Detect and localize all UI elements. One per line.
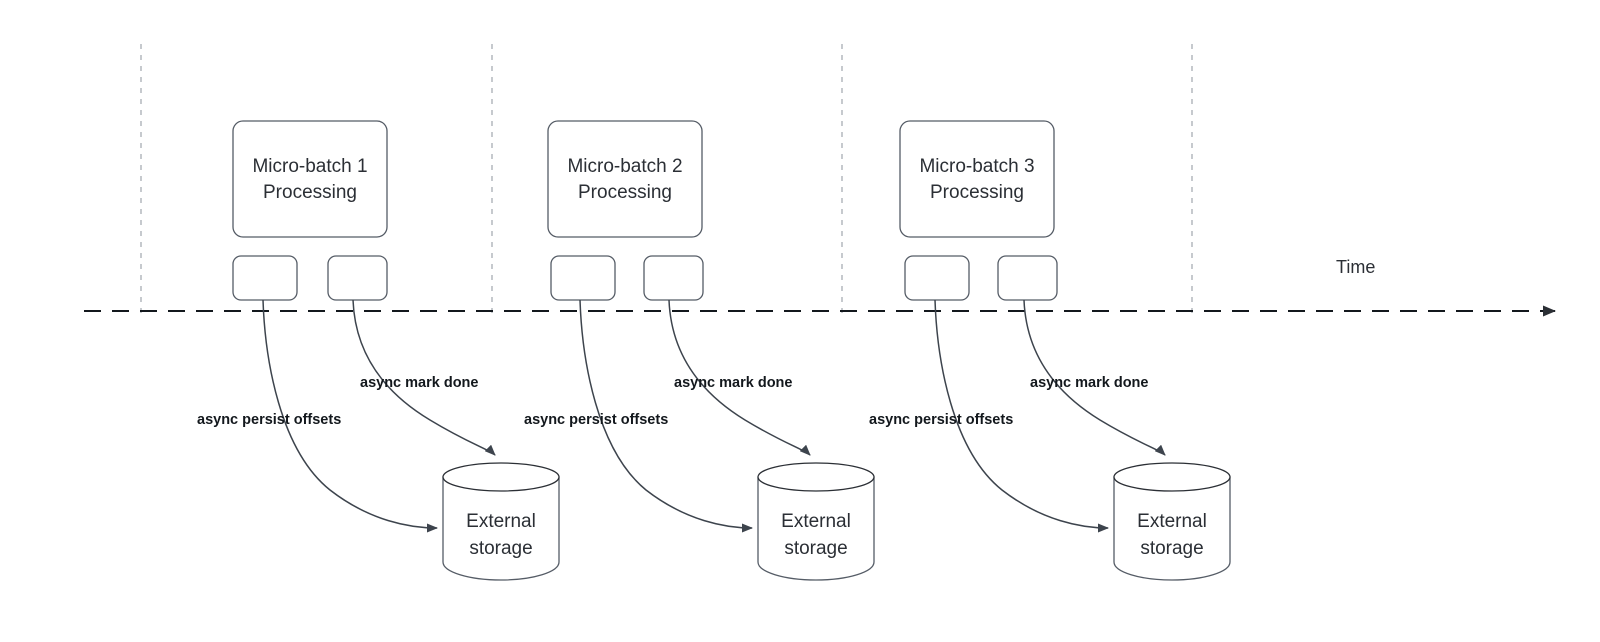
external-storage-1-body (442, 476, 560, 581)
external-storage-3[interactable]: External storage (1113, 462, 1231, 581)
external-storage-2-label-line1: External (781, 511, 851, 532)
external-storage-2-label-line2: storage (784, 538, 847, 559)
external-storage-1-label-line2: storage (469, 538, 532, 559)
edge-mark-done-2 (668, 299, 811, 456)
edge-mark-done-3 (1023, 299, 1166, 456)
micro-batch-3-label-line1: Micro-batch 3 (919, 156, 1034, 177)
batch-boundary-ticks (140, 44, 1193, 318)
micro-batch-1-task-a[interactable] (232, 255, 298, 301)
micro-batch-1-label-line1: Micro-batch 1 (252, 156, 367, 177)
external-storage-3-label-line1: External (1137, 511, 1207, 532)
micro-batch-2-label-line1: Micro-batch 2 (567, 156, 682, 177)
external-storage-3-top (1113, 462, 1231, 492)
micro-batch-3-task-a[interactable] (904, 255, 970, 301)
external-storage-3-body (1113, 476, 1231, 581)
external-storage-1-label-line1: External (466, 511, 536, 532)
external-storage-3-label-line2: storage (1140, 538, 1203, 559)
micro-batch-3-label-line2: Processing (930, 182, 1024, 203)
edge-persist-offsets-3 (934, 299, 1109, 533)
edge-persist-offsets-1-label: async persist offsets (197, 412, 341, 428)
external-storage-2[interactable]: External storage (757, 462, 875, 581)
edge-persist-offsets-2-label: async persist offsets (524, 412, 668, 428)
micro-batch-3-task-b[interactable] (997, 255, 1058, 301)
external-storage-1[interactable]: External storage (442, 462, 560, 581)
edge-mark-done-1 (352, 299, 496, 456)
edge-mark-done-2-label: async mark done (674, 375, 792, 391)
micro-batch-1-task-b[interactable] (327, 255, 388, 301)
edge-persist-offsets-1 (262, 299, 438, 533)
external-storage-2-body (757, 476, 875, 581)
group-3: Micro-batch 3 Processing async persist o… (869, 120, 1231, 581)
external-storage-2-top (757, 462, 875, 492)
micro-batch-2-label-line2: Processing (578, 182, 672, 203)
time-axis-label: Time (1336, 257, 1375, 277)
edge-mark-done-3-label: async mark done (1030, 375, 1148, 391)
micro-batch-2-box[interactable] (547, 120, 703, 238)
group-1: Micro-batch 1 Processing async persist o… (197, 120, 560, 581)
micro-batch-1-label-line2: Processing (263, 182, 357, 203)
group-2: Micro-batch 2 Processing async persist o… (524, 120, 875, 581)
edge-mark-done-1-label: async mark done (360, 375, 478, 391)
edge-persist-offsets-3-label: async persist offsets (869, 412, 1013, 428)
micro-batch-2-task-b[interactable] (643, 255, 704, 301)
external-storage-1-top (442, 462, 560, 492)
micro-batch-1-box[interactable] (232, 120, 388, 238)
micro-batch-2-task-a[interactable] (550, 255, 616, 301)
edge-persist-offsets-2 (579, 299, 753, 533)
micro-batch-3-box[interactable] (899, 120, 1055, 238)
